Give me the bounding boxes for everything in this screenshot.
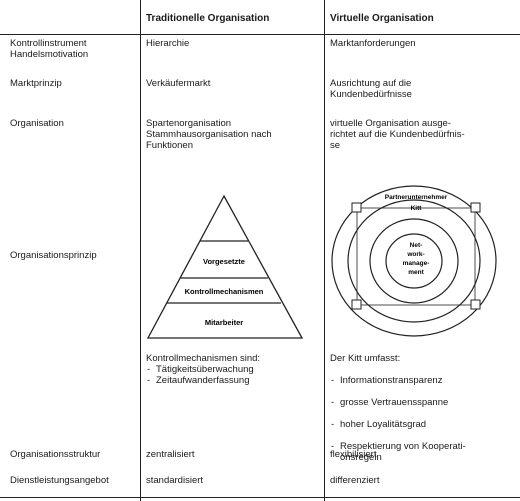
corner-square-br xyxy=(470,299,481,310)
row-virt-dienstleistungsangebot: differenziert xyxy=(330,475,380,486)
virt-note-item: Informationstransparenz xyxy=(330,375,466,386)
row-trad-organisationsstruktur: zentralisiert xyxy=(146,449,195,460)
row-label-organisationsstruktur: Organisationsstruktur xyxy=(10,449,101,460)
virt-notes-heading: Der Kitt umfasst: xyxy=(330,353,401,364)
pyramid-bottom-label: Mitarbeiter xyxy=(205,318,243,327)
virt-note-item: Respektierung von Kooperati- onsregeln xyxy=(330,441,466,463)
row-trad-marktprinzip: Verkäufermarkt xyxy=(146,78,211,89)
row-virt-marktprinzip: Ausrichtung auf die Kundenbedürfnisse xyxy=(330,78,412,100)
corner-square-bl xyxy=(351,299,362,310)
corner-square-tr xyxy=(470,202,481,213)
circle-ring-label: Kitt xyxy=(411,205,423,212)
virt-notes-list: Informationstransparenz grosse Vertrauen… xyxy=(330,364,466,474)
bottom-border xyxy=(0,497,520,498)
pyramid-top-label: Vorgesetzte xyxy=(203,257,245,266)
virt-note-item: grosse Vertrauensspanne xyxy=(330,397,466,408)
row-label-marktprinzip: Marktprinzip xyxy=(10,78,62,89)
virt-note-item: hoher Loyalitätsgrad xyxy=(330,419,466,430)
trad-note-item: Zeitaufwanderfassung xyxy=(146,375,254,386)
corner-square-tl xyxy=(351,202,362,213)
row-label-dienstleistungsangebot: Dienstleistungsangebot xyxy=(10,475,109,486)
circle-center-line-1: Net- xyxy=(410,242,423,249)
network-circles-diagram: Partnerunternehmer Kitt Net- work- manag… xyxy=(331,185,497,337)
pyramid-diagram: Vorgesetzte Kontrollmechanismen Mitarbei… xyxy=(146,194,304,339)
row-virt-organisation: virtuelle Organisation ausge- richtet au… xyxy=(330,118,465,151)
pyramid-middle-label: Kontrollmechanismen xyxy=(185,287,264,296)
trad-note-item: Tätigkeitsüberwachung xyxy=(146,364,254,375)
circle-center-line-3: manage- xyxy=(403,260,430,267)
row-label-organisationsprinzip: Organisationsprinzip xyxy=(10,250,97,261)
trad-notes-list: Tätigkeitsüberwachung Zeitaufwanderfassu… xyxy=(146,364,254,386)
circle-center-line-4: ment xyxy=(408,269,424,276)
circle-outer-label: Partnerunternehmer xyxy=(385,194,448,201)
column-divider-2 xyxy=(324,0,325,501)
row-label-kontrollinstrument: Kontrollinstrument Handelsmotivation xyxy=(10,38,89,60)
circle-center-line-2: work- xyxy=(406,251,424,258)
row-label-organisation: Organisation xyxy=(10,118,64,129)
trad-notes-heading: Kontrollmechanismen sind: xyxy=(146,353,261,364)
header-virtual: Virtuelle Organisation xyxy=(330,13,434,24)
header-traditional: Traditionelle Organisation xyxy=(146,13,270,24)
header-divider xyxy=(0,34,520,35)
row-virt-kontrollinstrument: Marktanforderungen xyxy=(330,38,416,49)
row-trad-organisation: Spartenorganisation Stammhausorganisatio… xyxy=(146,118,272,151)
column-divider-1 xyxy=(140,0,141,501)
row-virt-organisationsstruktur: flexibilisiert xyxy=(330,449,377,460)
row-trad-dienstleistungsangebot: standardisiert xyxy=(146,475,204,486)
row-trad-kontrollinstrument: Hierarchie xyxy=(146,38,190,49)
